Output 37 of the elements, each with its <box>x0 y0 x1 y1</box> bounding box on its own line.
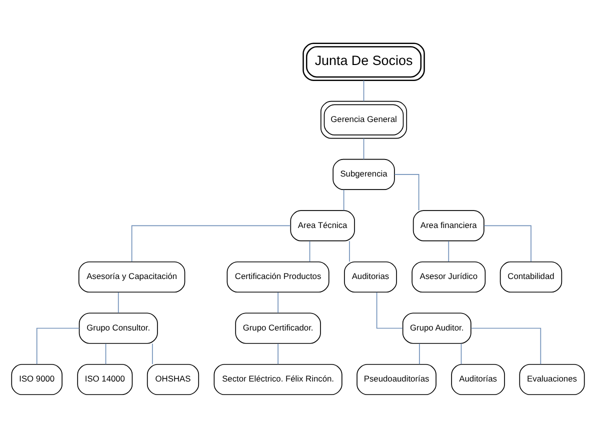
connector <box>36 328 80 365</box>
connector <box>343 189 344 211</box>
connector <box>118 292 119 314</box>
node-box: ISO 9000 <box>11 364 62 396</box>
node-box: Auditorías <box>451 364 505 396</box>
node-box: ISO 14000 <box>77 364 133 396</box>
connector <box>394 174 420 211</box>
node-box: Subgerencia <box>332 158 395 190</box>
node-box: Pseudoauditorías <box>356 364 436 396</box>
connector <box>309 240 310 262</box>
connector <box>363 138 364 160</box>
node-box: Auditorias <box>344 261 397 293</box>
node-box: Certificación Productos <box>226 261 330 293</box>
node-box: Contabilidad <box>500 261 562 293</box>
node-box: OHSHAS <box>146 364 200 396</box>
connector <box>363 80 364 102</box>
node-box: Sector Eléctrico. Félix Rincón. <box>214 364 342 396</box>
connector <box>131 225 291 262</box>
connector <box>419 343 420 365</box>
node-box: Junta De Socios <box>302 42 425 81</box>
node-box: Grupo Consultor. <box>78 312 158 344</box>
connector <box>376 292 404 329</box>
connector <box>470 328 542 365</box>
node-box: Asesor Jurídico <box>412 261 486 293</box>
connector <box>460 343 462 365</box>
node-box: Grupo Certificador. <box>235 312 321 344</box>
node-box: Area financiera <box>412 210 484 242</box>
node-box: Asesoría y Capacitación <box>78 261 186 293</box>
connector <box>448 240 450 262</box>
node-box: Area Técnica <box>290 210 355 242</box>
connector <box>484 225 532 262</box>
connector <box>152 343 153 365</box>
connector <box>349 240 350 262</box>
node-box: Grupo Auditor. <box>402 312 472 344</box>
node-box: Evaluaciones <box>519 364 585 396</box>
connector <box>105 343 106 365</box>
node-box: Gerencia General <box>320 100 408 139</box>
